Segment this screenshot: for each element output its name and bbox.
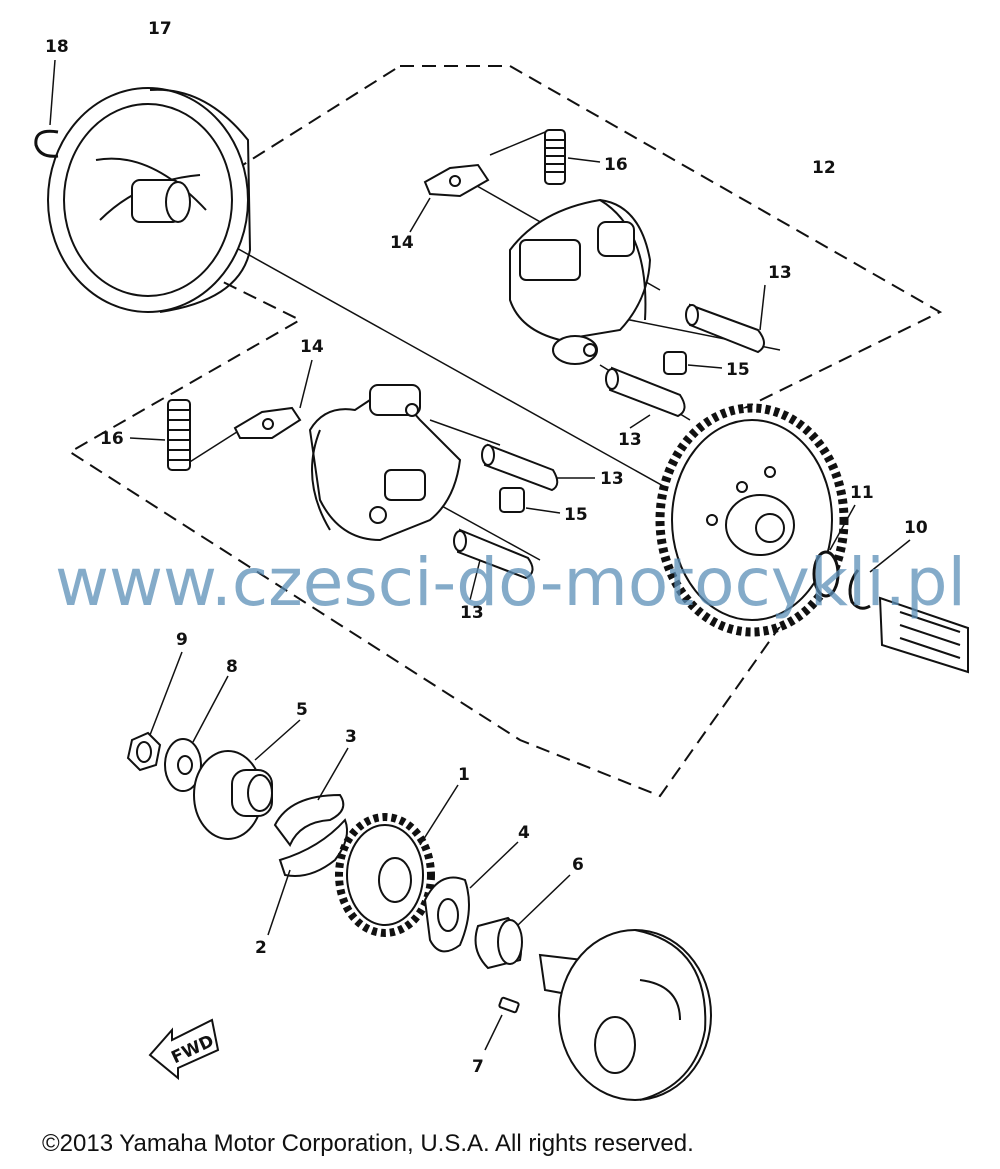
callout-6: 6 (572, 855, 584, 875)
callout-16-lower: 16 (100, 429, 124, 449)
callout-7: 7 (472, 1057, 484, 1077)
callout-13-upper-right: 13 (768, 263, 792, 283)
assembly-boundary-dashed (68, 65, 943, 798)
copyright-text: ©2013 Yamaha Motor Corporation, U.S.A. A… (42, 1130, 694, 1157)
spring-halves-3-2 (267, 747, 349, 936)
callout-16-upper: 16 (604, 155, 628, 175)
callout-17: 17 (148, 19, 172, 39)
callout-13-lower-bottom: 13 (460, 603, 484, 623)
callout-14-upper: 14 (390, 233, 414, 253)
callout-8: 8 (226, 657, 238, 677)
callout-15-lower: 15 (564, 505, 588, 525)
callout-5: 5 (296, 700, 308, 720)
callout-4: 4 (518, 823, 530, 843)
primary-driven-gear (655, 403, 849, 637)
drive-gear-1 (335, 784, 459, 937)
callout-12: 12 (812, 158, 836, 178)
upper-clutch-shoe (509, 198, 652, 365)
callout-15-upper: 15 (726, 360, 750, 380)
callout-18: 18 (45, 37, 69, 57)
callout-1: 1 (458, 765, 470, 785)
plate-lower-14 (233, 359, 313, 439)
nut-9 (126, 651, 183, 772)
circlip-10 (848, 539, 911, 610)
bushing-6 (474, 874, 571, 970)
shaft (878, 596, 969, 674)
washer-11 (812, 504, 856, 598)
callout-numbers: 1 2 3 4 5 6 7 8 9 10 11 12 13 13 13 13 1… (45, 19, 928, 1077)
crankshaft (538, 929, 712, 1101)
callout-2: 2 (255, 938, 267, 958)
circlip-18 (34, 59, 59, 158)
pins-lower-13 (453, 443, 595, 601)
collar-upper-15 (663, 351, 723, 375)
watermark-text: www.czesci-do-motocykli.pl (55, 544, 966, 621)
callout-13-lower-right: 13 (600, 469, 624, 489)
callout-14-lower: 14 (300, 337, 324, 357)
collar-lower-15 (499, 487, 561, 514)
washer-8 (164, 675, 229, 792)
clutch-drum (47, 87, 252, 313)
boss-5 (193, 719, 301, 840)
fwd-arrow: FWD (148, 1018, 220, 1081)
spring-lower-16 (129, 399, 191, 471)
callout-9: 9 (176, 630, 188, 650)
lower-clutch-shoe (308, 384, 462, 542)
key-7 (484, 996, 520, 1051)
spring-upper-16 (544, 129, 601, 185)
plate-upper-14 (409, 163, 490, 233)
callout-10: 10 (904, 518, 928, 538)
callout-3: 3 (345, 727, 357, 747)
plate-4 (423, 841, 519, 953)
callout-11: 11 (850, 483, 874, 503)
callout-13-upper-lower: 13 (618, 430, 642, 450)
pins-upper-13 (605, 284, 766, 429)
